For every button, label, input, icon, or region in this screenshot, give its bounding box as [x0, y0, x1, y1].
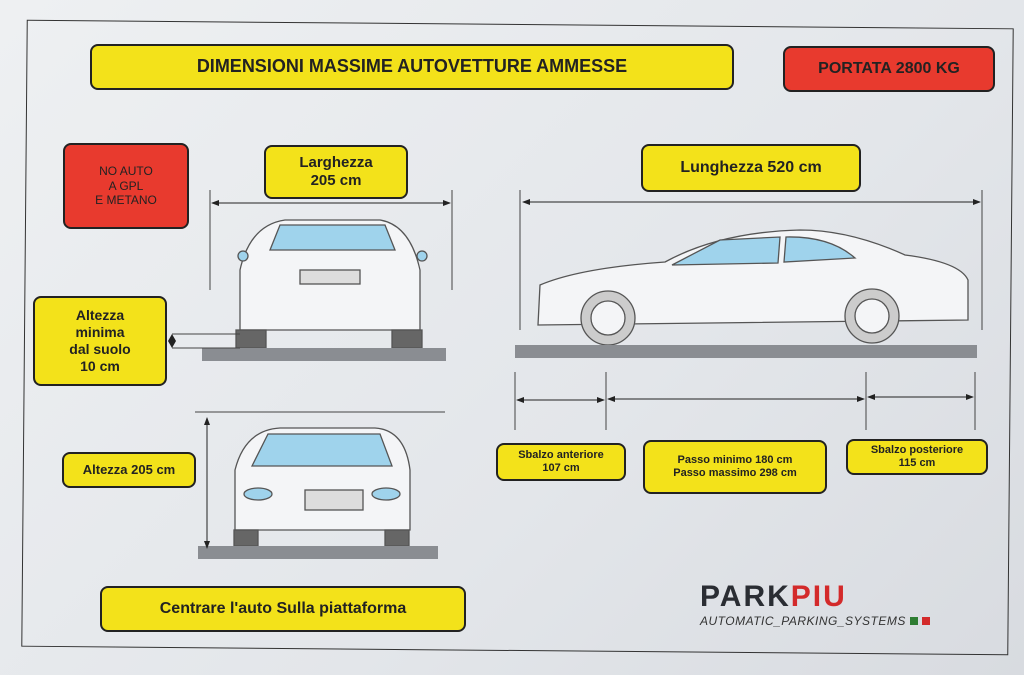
rear-overhang-label: Sbalzo posteriore 115 cm	[846, 439, 988, 475]
warning-line: A GPL	[108, 178, 144, 193]
front-overhang-line-text: 107 cm	[542, 462, 580, 474]
length-label: Lunghezza 520 cm	[641, 144, 861, 192]
width-label-line: 205 cm	[310, 172, 362, 189]
length-label-text: Lunghezza 520 cm	[680, 159, 822, 177]
front-overhang-line-text: Sbalzo anteriore	[518, 448, 604, 461]
width-label-line: Larghezza	[299, 154, 373, 171]
instruction-text: Centrare l'auto Sulla piattaforma	[159, 600, 407, 618]
wheelbase-label: Passo minimo 180 cm Passo massimo 298 cm	[643, 440, 827, 494]
logo-piu: PIU	[790, 580, 847, 613]
clearance-arrow-icon	[168, 334, 176, 348]
car-side-view	[537, 229, 969, 346]
front-overhang-label: Sbalzo anteriore 107 cm	[496, 443, 626, 481]
width-label: Larghezza 205 cm	[264, 145, 408, 199]
warning-line: NO AUTO	[99, 164, 153, 179]
ground-clearance-label: Altezza minima dal suolo 10 cm	[33, 296, 167, 386]
height-label: Altezza 205 cm	[62, 452, 196, 488]
wheelbase-line-text: Passo minimo 180 cm	[677, 453, 793, 466]
platform-rear	[202, 348, 446, 361]
car-front-view	[233, 427, 411, 547]
overhang-guides	[514, 372, 976, 430]
rear-overhang-line-text: 115 cm	[898, 457, 936, 469]
logo-park: PARK	[700, 580, 791, 613]
instruction-banner: Centrare l'auto Sulla piattaforma	[100, 586, 466, 632]
capacity-badge: PORTATA 2800 KG	[783, 46, 995, 92]
car-rear-view	[235, 219, 428, 349]
platform-side	[515, 345, 977, 358]
capacity-text: PORTATA 2800 KG	[818, 60, 960, 78]
logo-tagline: AUTOMATIC_PARKING_SYSTEMS	[700, 614, 906, 628]
clearance-line: 10 cm	[80, 357, 120, 374]
clearance-line: Altezza	[75, 307, 125, 324]
no-lpg-warning: NO AUTO A GPL E METANO	[63, 143, 189, 229]
wheelbase-line-text: Passo massimo 298 cm	[673, 467, 797, 479]
rear-overhang-line-text: Sbalzo posteriore	[870, 443, 964, 456]
height-label-text: Altezza 205 cm	[82, 462, 176, 478]
platform-front	[198, 546, 438, 559]
flag-red-icon	[921, 617, 930, 625]
clearance-line: dal suolo	[69, 341, 131, 357]
title-text: DIMENSIONI MASSIME AUTOVETTURE AMMESSE	[196, 56, 628, 77]
flag-green-icon	[909, 617, 918, 625]
warning-line: E METANO	[95, 193, 157, 208]
parkpiu-logo: PARKPIU AUTOMATIC_PARKING_SYSTEMS	[700, 580, 930, 628]
clearance-line: minima	[75, 324, 125, 341]
title-banner: DIMENSIONI MASSIME AUTOVETTURE AMMESSE	[90, 44, 734, 90]
